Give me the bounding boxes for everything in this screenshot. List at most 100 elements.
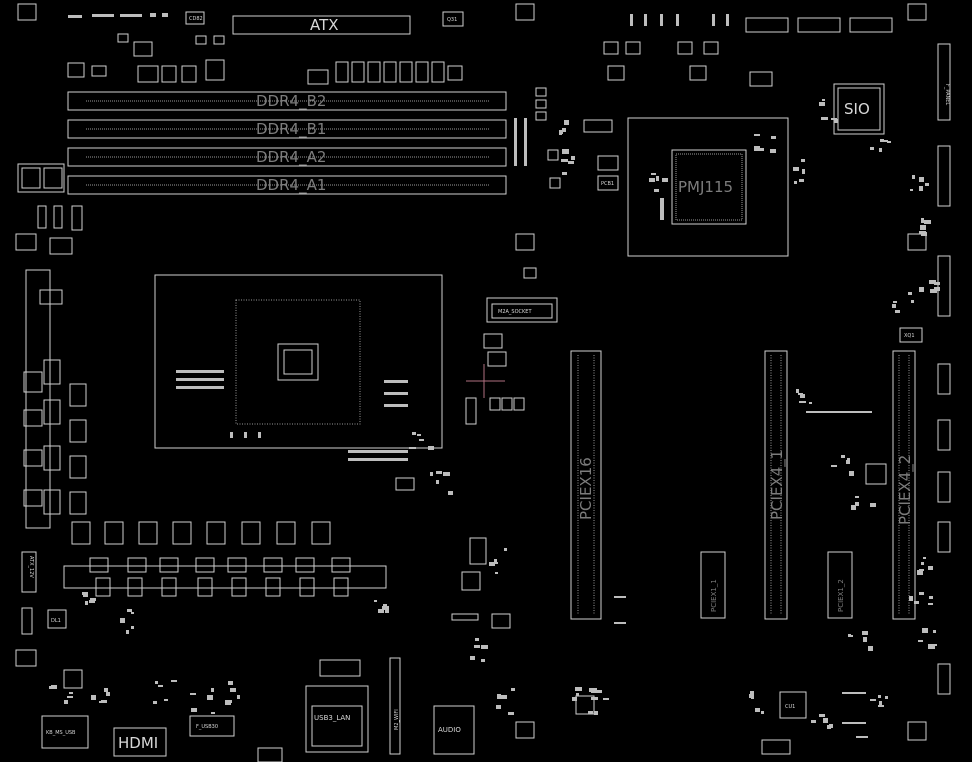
smd-pad — [493, 562, 498, 564]
smd-pad — [819, 714, 825, 717]
smd-pad — [106, 692, 110, 696]
mid-right-parts: XQ1 — [806, 145, 951, 741]
smd-pad — [588, 711, 593, 714]
smd-pad — [470, 656, 475, 660]
smd-pad — [849, 471, 854, 476]
pcie-x4-2-slot: PCIEX4_2 — [892, 350, 916, 620]
smd-pad — [798, 393, 803, 395]
smd-pad — [831, 118, 837, 120]
smd-pad — [511, 688, 515, 691]
smd-pad — [823, 718, 828, 723]
smd-pad — [489, 562, 495, 566]
top-right-parts — [603, 3, 927, 87]
smd-pad — [603, 698, 609, 700]
smd-pad — [662, 178, 668, 182]
smd-pad — [654, 189, 659, 192]
smd-pad — [385, 609, 389, 613]
smd-pad — [428, 446, 434, 450]
q31-label: Q31 — [447, 17, 457, 23]
smd-pad — [811, 720, 816, 723]
smd-pad — [870, 147, 874, 150]
smd-pad — [120, 618, 125, 623]
smd-pad — [496, 705, 501, 709]
f-usb30-label: F_USB30 — [196, 724, 218, 730]
dimm-b1-label: DDR4_B1 — [256, 120, 326, 139]
pcie1-2-label: PCIEX1_2 — [837, 579, 845, 612]
smd-pad — [494, 559, 497, 562]
audio-label: AUDIO — [438, 726, 461, 734]
smd-pad — [576, 693, 579, 696]
vrm-chokes — [63, 521, 387, 597]
smd-pad — [572, 697, 577, 701]
bottom-io: KB_MS_USB HDMI F_USB30 USB3_LAN M2_WIFI … — [41, 657, 475, 762]
smd-pad — [878, 705, 884, 707]
smd-pad — [564, 122, 569, 125]
smd-pad — [759, 148, 764, 151]
smd-pad — [419, 439, 424, 441]
smd-pad — [880, 139, 884, 142]
top-left-small-parts: CD82 ATX Q31 — [68, 3, 535, 35]
smd-pad — [443, 472, 450, 476]
smd-pad — [207, 695, 213, 700]
smd-pad — [237, 695, 240, 699]
atx-connector — [232, 15, 411, 35]
cu1-label: CU1 — [785, 704, 795, 710]
smd-pad — [809, 402, 812, 404]
smd-pad — [847, 458, 850, 461]
pcie1-1-label: PCIEX1_1 — [710, 579, 718, 612]
smd-pad — [821, 117, 828, 120]
dimm-b2-slot — [67, 91, 507, 111]
smd-pad — [914, 601, 919, 604]
smd-pad — [497, 694, 501, 699]
smd-pad — [919, 186, 923, 191]
smd-pad — [448, 491, 453, 495]
smd-pad — [69, 692, 73, 694]
smd-pad — [495, 572, 498, 574]
smd-pad — [651, 173, 656, 175]
smd-pad — [101, 700, 107, 703]
smd-pad — [225, 700, 231, 705]
smd-pad — [85, 601, 88, 605]
smd-pad — [474, 645, 480, 648]
smd-pad — [649, 178, 655, 182]
dimm-b1-slot — [67, 119, 507, 139]
smd-pad — [436, 471, 442, 474]
smd-pad — [929, 596, 933, 599]
smd-pad — [929, 280, 936, 284]
smd-pad — [561, 159, 568, 162]
smd-pad — [127, 609, 132, 612]
smd-pad — [887, 141, 891, 143]
usb-lan-label: USB3_LAN — [314, 714, 350, 722]
smd-pad — [591, 688, 597, 693]
smd-pad — [164, 699, 168, 701]
smd-pad — [571, 156, 575, 160]
smd-pad — [750, 691, 754, 694]
smd-pad — [51, 685, 57, 689]
smd-pad — [412, 432, 416, 435]
smd-pad — [920, 225, 926, 230]
smd-pad — [841, 455, 845, 458]
smd-pad — [910, 189, 913, 191]
smd-pad — [374, 600, 377, 602]
smd-pad — [131, 612, 134, 614]
smd-pad — [863, 637, 867, 642]
smd-pad — [921, 232, 927, 236]
smd-pad — [923, 557, 926, 559]
smd-pad — [878, 695, 881, 698]
smd-pad — [912, 175, 915, 179]
smd-pad — [417, 434, 421, 436]
smd-pad — [504, 548, 507, 551]
smd-pad — [827, 725, 831, 729]
dimm-slots: DDR4_B2 DDR4_B1 DDR4_A2 DDR4_A1 — [67, 91, 507, 195]
smd-pad — [834, 119, 838, 123]
smd-pad — [799, 401, 806, 403]
pch-chip: PMJ115 PCB1 — [583, 117, 789, 257]
smd-pad — [89, 600, 95, 603]
smd-pad — [755, 708, 760, 712]
smd-pad — [481, 645, 488, 649]
pch-label: PMJ115 — [678, 178, 733, 196]
smd-pad — [895, 310, 900, 313]
smd-pad — [597, 690, 602, 693]
smd-pad — [90, 598, 96, 601]
smd-pad — [754, 146, 760, 151]
